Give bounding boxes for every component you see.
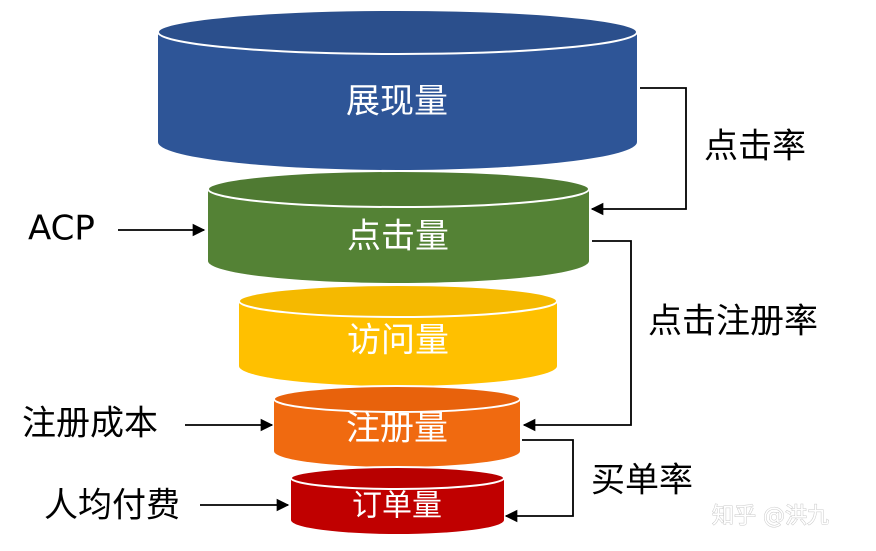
tier-visits-label: 访问量: [347, 321, 449, 361]
tier-clicks-body: [208, 189, 589, 283]
watermark-text: 知乎 @洪九: [712, 504, 829, 529]
tier-impressions: 展现量: [157, 9, 638, 170]
bracket-click-registration-rate: [522, 240, 632, 432]
tier-visits-body: [239, 301, 557, 386]
tier-visits: 访问量: [238, 284, 558, 386]
tier-orders-body: [291, 478, 504, 534]
tier-orders-top: [290, 466, 505, 490]
tier-visits-top: [238, 284, 558, 318]
label-click-registration-rate: 点击注册率: [648, 302, 818, 342]
label-cost-per-registration: 注册成本: [22, 404, 158, 444]
label-avg-payment: 人均付费: [44, 486, 180, 526]
label-ctr: 点击率: [704, 127, 806, 167]
bracket-ctr: [590, 87, 687, 216]
tier-impressions-body: [158, 32, 637, 170]
tier-registrations: 注册量: [273, 385, 521, 467]
label-purchase-rate: 买单率: [591, 461, 693, 501]
bracket-purchase-rate: [504, 439, 574, 523]
tier-clicks: 点击量: [207, 170, 590, 283]
tier-orders: 订单量: [290, 466, 505, 534]
tier-registrations-top: [273, 385, 521, 413]
tier-orders-label: 订单量: [352, 489, 442, 524]
tier-impressions-top: [157, 9, 638, 55]
tier-impressions-label: 展现量: [346, 82, 448, 122]
tier-registrations-body: [274, 399, 520, 467]
tier-registrations-label: 注册量: [346, 409, 448, 449]
label-acp: ACP: [28, 209, 95, 249]
tier-clicks-top: [207, 170, 590, 208]
tier-clicks-label: 点击量: [347, 217, 449, 257]
